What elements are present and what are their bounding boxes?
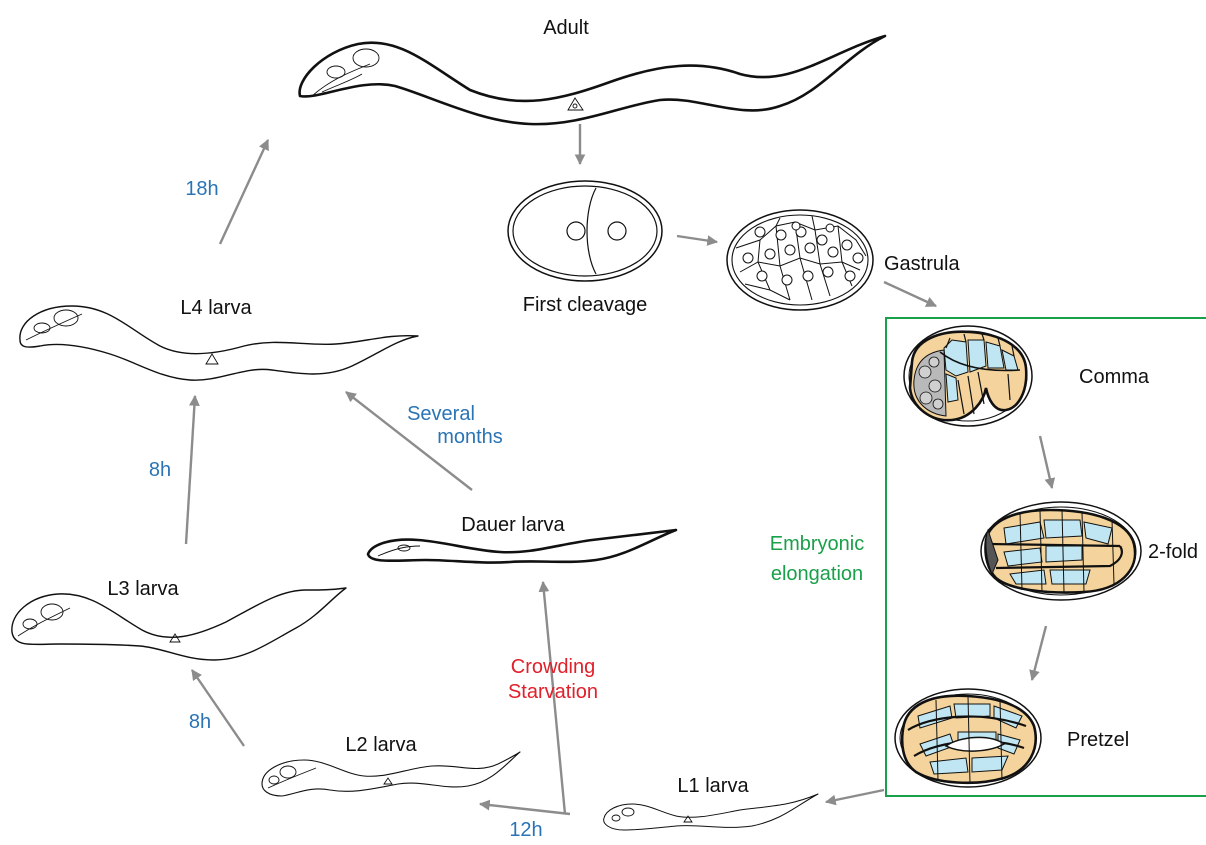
gastrula-label: Gastrula — [884, 253, 960, 275]
arrow-comma-to-two-fold — [1040, 436, 1052, 488]
pretzel-embryo — [895, 689, 1041, 787]
embryonic-elongation-label-line1: Embryonic — [770, 533, 864, 555]
arrow-gastrula-to-comma — [884, 282, 936, 306]
arrow-l4-to-adult — [220, 140, 268, 244]
arrow-l1-to-l2 — [480, 804, 570, 814]
arrow-two-fold-to-pretzel — [1032, 626, 1046, 680]
dauer-larva-label: Dauer larva — [461, 514, 565, 536]
duration-l2-to-l3: 8h — [189, 711, 211, 733]
arrow-l3-to-l4 — [186, 396, 195, 544]
two-fold-embryo — [981, 502, 1141, 600]
duration-l4-to-adult: 18h — [185, 178, 218, 200]
duration-dauer-to-l4-line1: Several — [407, 403, 475, 425]
comma-label: Comma — [1079, 366, 1150, 388]
duration-l3-to-l4: 8h — [149, 459, 171, 481]
duration-dauer-to-l4-line2: months — [437, 426, 503, 448]
dauer-trigger-line2: Starvation — [508, 681, 598, 703]
arrow-pretzel-to-l1 — [826, 790, 884, 802]
embryonic-elongation-label-line2: elongation — [771, 563, 863, 585]
gastrula-embryo — [727, 210, 873, 310]
l1-larva-worm — [604, 794, 818, 830]
l3-larva-worm — [12, 588, 346, 660]
duration-l1-to-l2: 12h — [509, 819, 542, 841]
comma-embryo — [904, 326, 1032, 426]
l2-larva-label: L2 larva — [345, 734, 417, 756]
l3-larva-label: L3 larva — [107, 578, 179, 600]
l2-larva-worm — [262, 752, 520, 796]
first-cleavage-embryo — [508, 181, 662, 281]
two-fold-label: 2-fold — [1148, 541, 1198, 563]
dauer-trigger-line1: Crowding — [511, 656, 595, 678]
l1-larva-label: L1 larva — [677, 775, 749, 797]
adult-worm — [300, 36, 885, 124]
arrow-l2-to-l3 — [192, 670, 244, 746]
adult-label: Adult — [543, 17, 589, 39]
first-cleavage-label: First cleavage — [523, 294, 648, 316]
pretzel-label: Pretzel — [1067, 729, 1129, 751]
arrow-first-cleavage-to-gastrula — [677, 236, 717, 242]
l4-larva-label: L4 larva — [180, 297, 252, 319]
